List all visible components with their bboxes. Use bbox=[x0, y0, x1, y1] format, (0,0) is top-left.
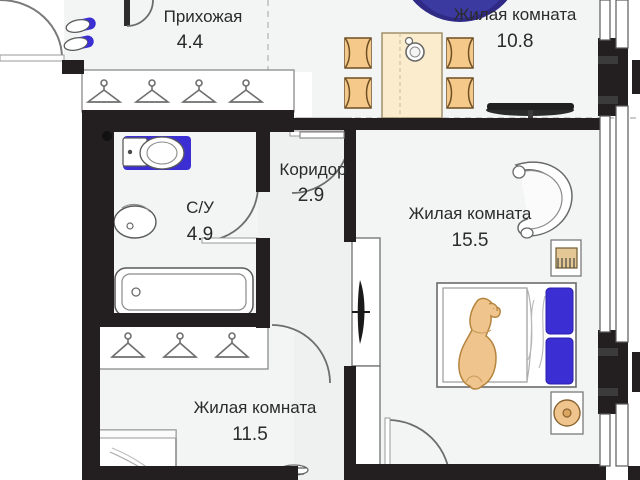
floor-hallway bbox=[62, 0, 312, 72]
right-glazing bbox=[599, 0, 640, 480]
hanger-rail-lower bbox=[95, 322, 269, 370]
wall-hall-corner bbox=[62, 60, 84, 74]
wall-hall-bottom bbox=[82, 110, 294, 132]
dining-table bbox=[381, 32, 443, 119]
room-labels: Прихожая 4.4 С/У 4.9 Коридор 2.9 Жилая к… bbox=[164, 5, 577, 445]
dining-chairs bbox=[344, 37, 474, 109]
wall-bottom-left bbox=[82, 466, 298, 480]
wall-living1-bottom bbox=[288, 118, 604, 130]
label-bathroom-area: 4.9 bbox=[187, 224, 213, 245]
round-side-table bbox=[550, 391, 584, 435]
wall-bath-left bbox=[100, 130, 114, 315]
label-living2-area: 15.5 bbox=[452, 230, 489, 251]
label-hallway-area: 4.4 bbox=[177, 32, 204, 53]
label-living2-name: Жилая комната bbox=[409, 204, 532, 223]
decor-arc-top bbox=[398, 0, 522, 22]
label-living1-name: Жилая комната bbox=[454, 5, 577, 24]
entry-door-swing bbox=[0, 0, 65, 62]
wall-accents bbox=[598, 56, 618, 396]
toilet-fixture bbox=[122, 136, 191, 170]
slippers bbox=[63, 17, 96, 52]
living3-door-swing bbox=[271, 324, 331, 384]
nightstand bbox=[550, 239, 582, 277]
tv-stand bbox=[486, 103, 574, 119]
double-bed bbox=[436, 282, 577, 388]
dog-illustration bbox=[458, 297, 501, 390]
label-living3-area: 11.5 bbox=[232, 424, 268, 445]
hanger-rail-upper bbox=[81, 69, 295, 113]
armchair bbox=[512, 161, 573, 239]
label-corridor-area: 2.9 bbox=[298, 185, 324, 206]
wall-left-main bbox=[82, 130, 100, 480]
label-bathroom-name: С/У bbox=[186, 198, 214, 217]
wall-corridor-right-lower bbox=[344, 366, 356, 480]
wardrobe-closet bbox=[351, 237, 381, 472]
label-corridor-name: Коридор bbox=[279, 160, 346, 179]
hallway-interior-door bbox=[124, 0, 154, 27]
wall-bath-bottom bbox=[100, 313, 270, 327]
wall-bath-right-lower bbox=[256, 238, 270, 328]
wall-corridor-right-upper bbox=[344, 130, 356, 242]
switch-dot bbox=[102, 131, 112, 141]
label-hallway-name: Прихожая bbox=[164, 7, 243, 26]
label-living3-name: Жилая комната bbox=[194, 398, 317, 417]
thin-partitions bbox=[299, 131, 345, 139]
wall-bath-right-upper bbox=[256, 130, 270, 192]
wall-bottom-right bbox=[356, 464, 606, 480]
bathtub-fixture bbox=[114, 267, 254, 317]
label-living1-area: 10.8 bbox=[497, 31, 534, 52]
